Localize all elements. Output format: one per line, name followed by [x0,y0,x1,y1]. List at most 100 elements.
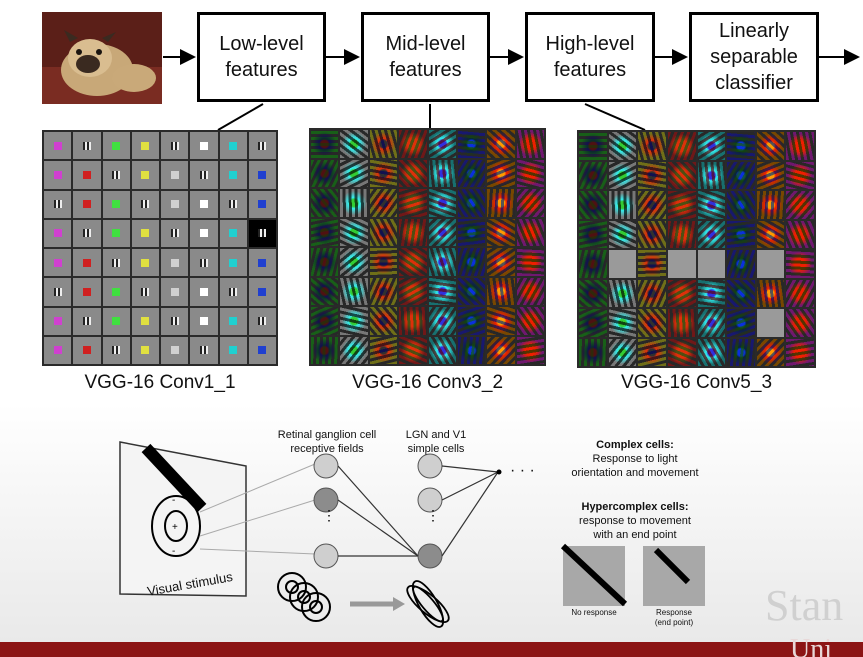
conv1-filter [219,307,247,335]
conv1-filter [131,336,159,364]
conv5-filter [667,161,696,189]
conv5-filter [608,191,637,219]
conv3-filter [340,307,368,335]
dog-photo [42,12,162,104]
conv3-caption: VGG-16 Conv3_2 [351,372,504,393]
low-level-features-box: Low-level features [197,12,326,102]
conv5-filter [697,161,726,189]
conv1-filter [131,161,159,189]
conv1-filter [161,278,189,306]
conv1-filter [190,307,218,335]
conv1-filter [131,278,159,306]
receptive-field-inner [164,510,188,542]
conv3-filter [428,248,456,276]
conv5-filter [697,132,726,160]
conv3-filter [428,189,456,217]
conv5-filter [756,191,785,219]
dog-photo-image [42,12,162,104]
pipeline-connectors [163,49,860,131]
conv3-filter [487,307,515,335]
conv3-filter [399,336,427,364]
conv3-filter [369,248,398,276]
conv5-filter [638,132,666,160]
conv5-filter [786,191,814,219]
conv3-filter [311,277,339,305]
conv1-filter [248,219,276,247]
conv5-filter [697,309,726,337]
conv1-filter [73,278,101,306]
conv3-filter [369,218,398,246]
conv1-filter [102,190,130,218]
conv1-filter [161,219,189,247]
conv1-filter [73,307,101,335]
conv5-filter [579,132,607,160]
conv1-filter [131,249,159,277]
conv1-filter [44,336,72,364]
conv3-filter [428,130,456,158]
conv3-filter [399,218,427,246]
plus-sign: + [172,522,178,533]
retinal-dots: ⋮ [322,507,336,523]
conv3-filter [311,130,339,158]
simple-cell-fields [406,580,450,628]
conv3-filter [457,159,486,187]
conv5-filter [727,220,755,248]
hyper-desc: response to movement with an end point [579,515,691,541]
conv1-filter-grid [42,130,278,366]
conv1-filter [190,132,218,160]
conv1-filter [219,190,247,218]
conv5-filter [727,338,755,366]
conv5-filter [608,161,637,189]
retinal-label: Retinal ganglion cell receptive fields [277,429,377,455]
conv1-filter [190,161,218,189]
conv1-filter [219,161,247,189]
conv3-filter [399,307,427,335]
conv3-filter [369,159,398,187]
conv3-filter [311,307,339,335]
conv1-filter [161,336,189,364]
conv5-filter [608,132,637,160]
conv3-filter [399,130,427,158]
conv5-filter [579,309,607,337]
lgn-cell-1 [417,453,443,479]
conv3-filter [428,336,456,364]
conv5-filter [638,309,666,337]
conv1-filter [248,249,276,277]
conv1-filter [102,161,130,189]
conv3-filter [311,218,339,246]
retinal-cell-3 [313,543,339,569]
conv1-filter [219,219,247,247]
conv5-filter [579,161,607,189]
conv3-filter [369,307,398,335]
conv5-filter [756,338,785,366]
conv5-filter [579,220,607,248]
conv3-filter [399,277,427,305]
conv3-filter [428,277,456,305]
conv5-filter [697,191,726,219]
conv1-filter [190,336,218,364]
conv3-filter [369,336,398,364]
receptive-field-outer [151,495,201,557]
stanford-watermark-2: Uni [790,637,832,657]
conv1-filter [44,219,72,247]
conv3-filter [516,307,544,335]
conv3-filter [428,159,456,187]
conv1-filter [73,336,101,364]
conv1-filter [102,249,130,277]
conv5-filter [579,338,607,366]
conv3-filter [487,336,515,364]
conv5-filter [727,309,755,337]
conv5-filter [697,279,726,307]
conv1-filter [131,190,159,218]
conv1-filter [248,190,276,218]
conv1-filter [102,132,130,160]
conv5-filter [786,250,814,278]
conv3-filter [457,218,486,246]
conv1-filter [44,132,72,160]
conv3-filter [516,218,544,246]
conv1-filter [131,219,159,247]
stimulus-screen [119,441,247,597]
hyper-title: Hypercomplex cells: [581,501,689,513]
conv5-filter [667,250,696,278]
conv5-filter [756,132,785,160]
